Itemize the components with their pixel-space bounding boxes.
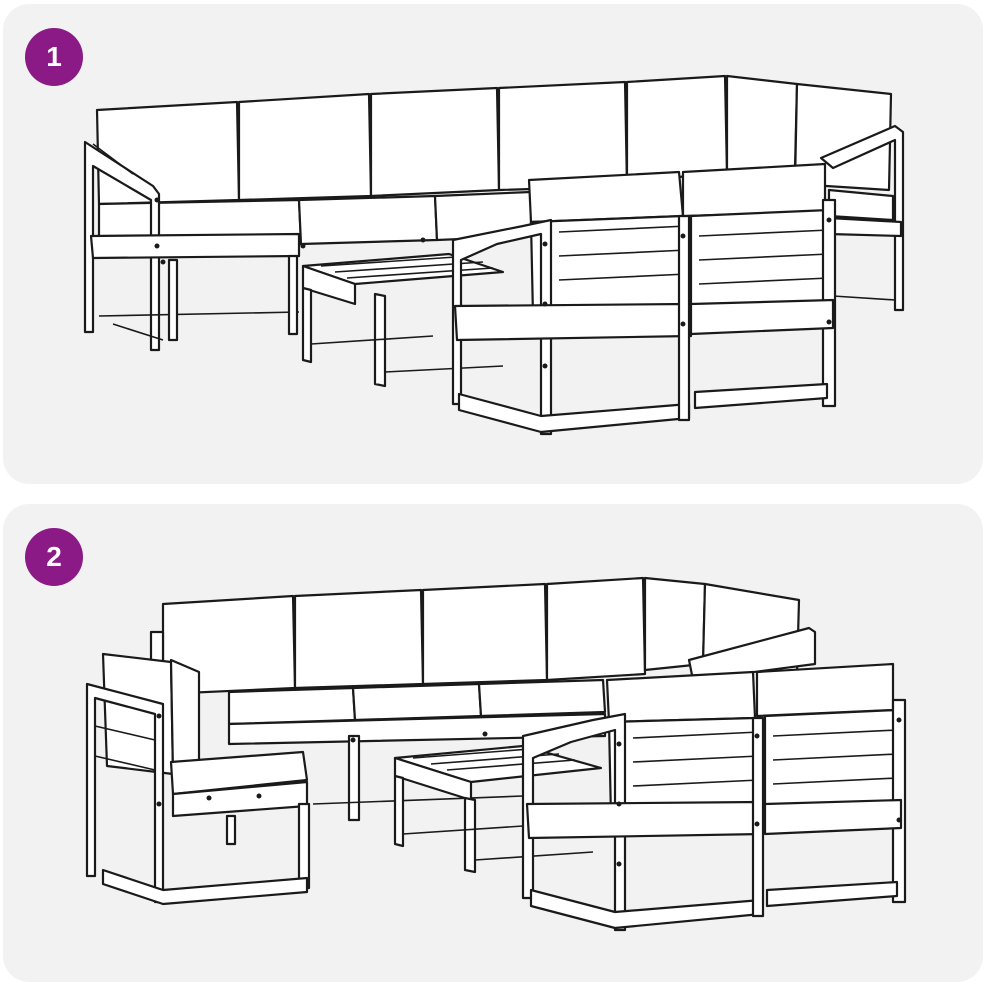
- side-module-left: [85, 652, 311, 906]
- sofa-set-illustration-step-1: [83, 74, 905, 436]
- front-armchair-right: [681, 162, 837, 410]
- front-armchair-right: [755, 662, 907, 908]
- coffee-table: [393, 744, 603, 874]
- front-armchair-left: [521, 670, 765, 932]
- step-2-panel: 2: [3, 504, 983, 982]
- seat-cushions-row: [227, 678, 607, 726]
- left-armrest-frame: [83, 140, 301, 352]
- step-1-badge: 1: [25, 28, 83, 86]
- screw-dots: [156, 713, 902, 867]
- front-armchair-left: [451, 170, 693, 436]
- back-sofa-frame: [149, 626, 817, 822]
- sofa-set-illustration-step-2: [85, 576, 907, 932]
- step-2-badge: 2: [25, 528, 83, 586]
- screw-dots: [154, 197, 832, 369]
- step-1-panel: 1: [3, 4, 983, 484]
